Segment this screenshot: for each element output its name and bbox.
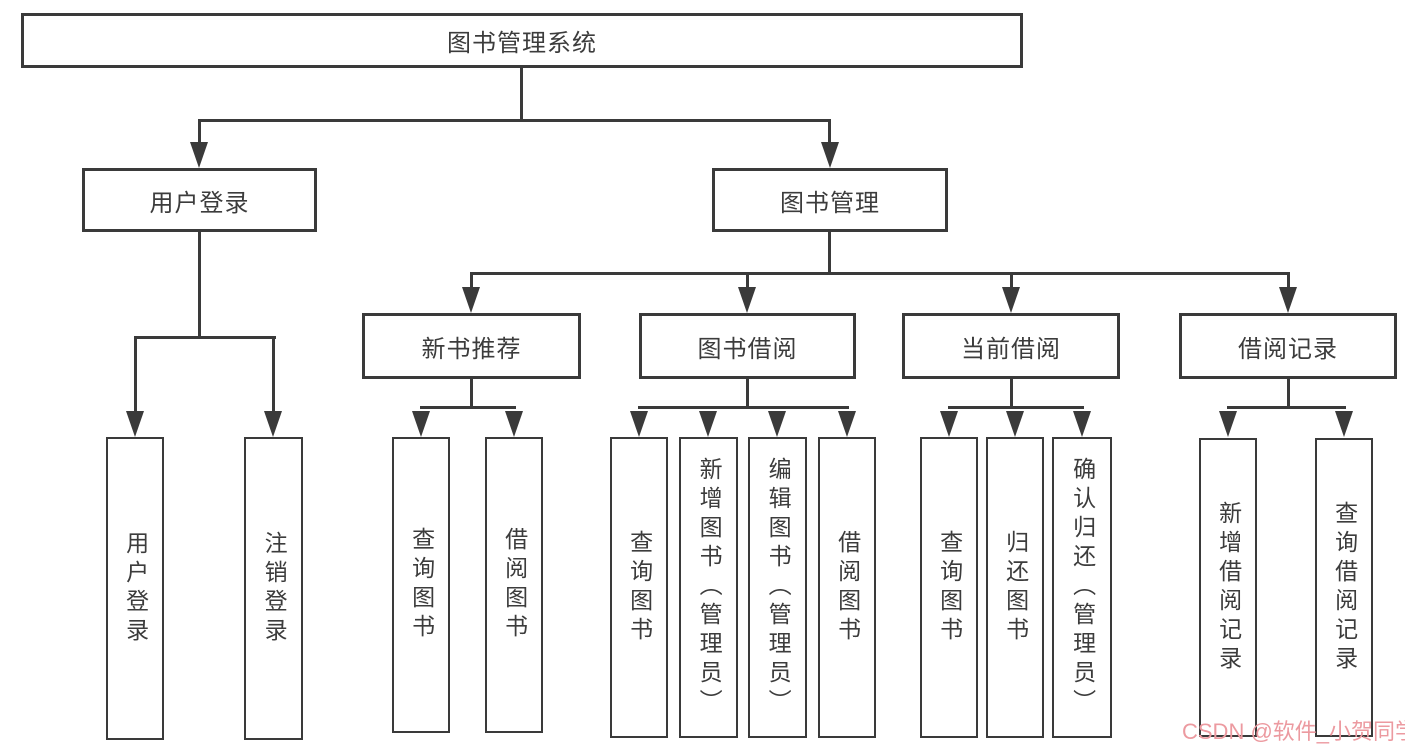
- node-new-book-recommend-label: 新书推荐: [421, 335, 522, 363]
- node-book-management-label: 图书管理: [780, 189, 880, 217]
- arrowhead-leaf-add-book: [699, 411, 717, 437]
- connector-user-login-stub: [198, 119, 201, 145]
- arrowhead-leaf-confirm-return: [1073, 411, 1091, 437]
- connector-login-stub-2: [272, 336, 275, 414]
- node-leaf-query-books-recommend-label: 查询图书: [408, 527, 435, 643]
- node-leaf-borrow-books-recommend: 借阅图书: [485, 437, 543, 733]
- arrowhead-user-login: [190, 142, 208, 168]
- node-leaf-edit-books-admin-label: 编辑图书（管理员）: [765, 457, 792, 718]
- arrowhead-borrow: [738, 287, 756, 313]
- connector-current-rail: [948, 406, 1084, 409]
- arrowhead-leaf-borrow-2: [838, 411, 856, 437]
- node-leaf-query-books-borrow-label: 查询图书: [626, 529, 653, 646]
- node-leaf-query-borrow-record-label: 查询借阅记录: [1331, 500, 1358, 675]
- node-leaf-add-borrow-record-label: 新增借阅记录: [1215, 500, 1242, 675]
- node-new-book-recommend: 新书推荐: [362, 313, 581, 379]
- arrowhead-leaf-query-2: [630, 411, 648, 437]
- connector-book-mgmt-stub: [828, 119, 831, 145]
- node-leaf-add-borrow-record: 新增借阅记录: [1199, 438, 1257, 737]
- connector-current-drop: [1010, 377, 1013, 408]
- arrowhead-leaf-query-3: [940, 411, 958, 437]
- node-leaf-query-borrow-record: 查询借阅记录: [1315, 438, 1373, 737]
- node-leaf-confirm-return-admin: 确认归还（管理员）: [1052, 437, 1112, 738]
- arrowhead-leaf-return: [1006, 411, 1024, 437]
- arrowhead-leaf-query-record: [1335, 411, 1353, 437]
- node-leaf-edit-books-admin: 编辑图书（管理员）: [748, 437, 807, 738]
- node-leaf-user-login-label: 用户登录: [122, 530, 149, 647]
- connector-records-stub: [1287, 272, 1290, 290]
- connector-level2-rail: [198, 119, 831, 122]
- node-current-borrow: 当前借阅: [902, 313, 1120, 379]
- node-user-login-group-label: 用户登录: [149, 189, 250, 217]
- arrowhead-login-leaf-1: [126, 411, 144, 437]
- arrowhead-leaf-borrow-1: [505, 411, 523, 437]
- node-leaf-add-books-admin-label: 新增图书（管理员）: [696, 457, 723, 718]
- csdn-watermark: CSDN @软件_小贺同学: [1182, 719, 1405, 744]
- node-leaf-logout: 注销登录: [244, 437, 303, 740]
- node-book-borrow-label: 图书借阅: [697, 335, 798, 363]
- connector-borrow-rail: [638, 406, 849, 409]
- arrowhead-records: [1279, 287, 1297, 313]
- connector-book-mgmt-drop: [828, 230, 831, 275]
- arrowhead-leaf-query-1: [412, 411, 430, 437]
- arrowhead-book-mgmt: [821, 142, 839, 168]
- node-leaf-confirm-return-admin-label: 确认归还（管理员）: [1069, 457, 1096, 718]
- node-leaf-query-books-borrow: 查询图书: [610, 437, 668, 738]
- node-borrow-records-label: 借阅记录: [1238, 335, 1338, 363]
- arrowhead-newbook: [462, 287, 480, 313]
- connector-level3-rail: [470, 272, 1290, 275]
- node-leaf-query-books-recommend: 查询图书: [392, 437, 450, 733]
- node-current-borrow-label: 当前借阅: [961, 335, 1061, 363]
- node-user-login-group: 用户登录: [82, 168, 317, 232]
- arrowhead-login-leaf-2: [264, 411, 282, 437]
- node-leaf-user-login: 用户登录: [106, 437, 164, 740]
- connector-root-drop: [520, 66, 523, 122]
- connector-borrow-drop: [746, 377, 749, 408]
- connector-current-stub: [1010, 272, 1013, 290]
- node-leaf-query-books-current: 查询图书: [920, 437, 978, 738]
- connector-newbook-drop: [470, 377, 473, 408]
- node-library-system-label: 图书管理系统: [447, 30, 597, 57]
- node-leaf-borrow-books-label: 借阅图书: [834, 529, 861, 646]
- node-leaf-borrow-books-recommend-label: 借阅图书: [501, 527, 528, 643]
- node-leaf-logout-label: 注销登录: [261, 530, 288, 647]
- connector-newbook-stub: [470, 272, 473, 290]
- node-library-system: 图书管理系统: [21, 13, 1023, 68]
- node-borrow-records: 借阅记录: [1179, 313, 1397, 379]
- connector-login-stub-1: [134, 336, 137, 414]
- arrowhead-current: [1002, 287, 1020, 313]
- node-leaf-return-books-label: 归还图书: [1002, 529, 1029, 646]
- arrowhead-leaf-add-record: [1219, 411, 1237, 437]
- node-leaf-borrow-books: 借阅图书: [818, 437, 876, 738]
- node-leaf-query-books-current-label: 查询图书: [936, 529, 963, 646]
- connector-borrow-stub: [746, 272, 749, 290]
- connector-login-rail: [134, 336, 276, 339]
- connector-records-drop: [1287, 377, 1290, 408]
- node-book-borrow: 图书借阅: [639, 313, 856, 379]
- connector-records-rail: [1227, 406, 1346, 409]
- node-leaf-add-books-admin: 新增图书（管理员）: [679, 437, 738, 738]
- connector-login-drop: [198, 230, 201, 338]
- node-book-management: 图书管理: [712, 168, 948, 232]
- node-leaf-return-books: 归还图书: [986, 437, 1044, 738]
- connector-newbook-rail: [420, 406, 516, 409]
- arrowhead-leaf-edit-book: [768, 411, 786, 437]
